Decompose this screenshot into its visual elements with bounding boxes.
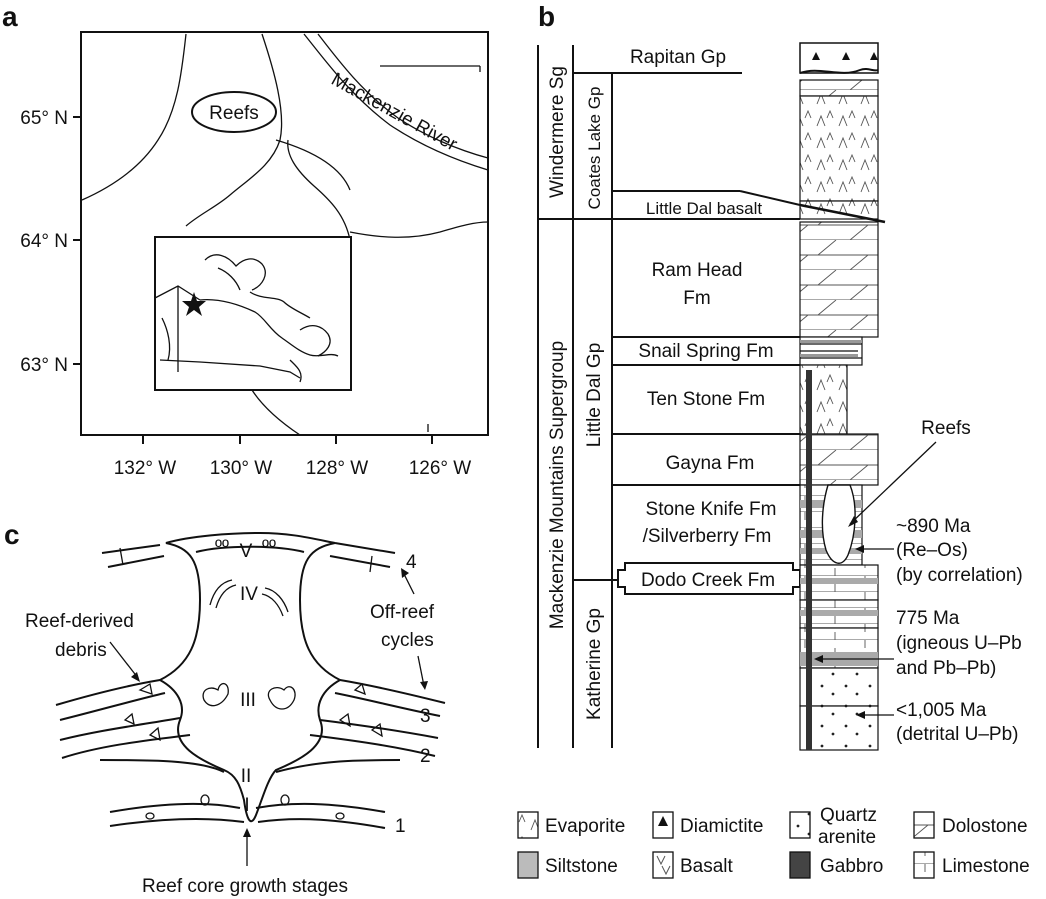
stage-label: I — [244, 795, 249, 816]
legend-label: Diamictite — [680, 816, 763, 837]
reef-debris-label: Reef-derived — [25, 611, 134, 632]
gabbro-swatch-icon — [789, 851, 811, 879]
reefs-map-label: Reefs — [209, 103, 259, 124]
age-label: (by correlation) — [896, 565, 1023, 586]
formation-label: Dodo Creek Fm — [641, 570, 775, 591]
legend-label: Dolostone — [942, 816, 1028, 837]
debris-fragments — [123, 682, 383, 820]
off-reef-label: Off-reef — [370, 602, 435, 623]
reef-core-outline — [157, 531, 343, 823]
group-label: Little Dal Gp — [584, 343, 605, 448]
map-frame — [80, 31, 489, 436]
formation-label: Stone Knife Fm — [646, 499, 777, 520]
lon-label: 126° W — [409, 458, 472, 479]
lon-label: 132° W — [114, 458, 177, 479]
legend-label: arenite — [818, 827, 876, 848]
group-label: Coates Lake Gp — [585, 87, 604, 210]
legend-label: Gabbro — [820, 856, 883, 877]
panel-letter-b: b — [538, 1, 555, 32]
lithology-column — [799, 42, 886, 751]
lithology-legend: Evaporite Diamictite Quartz arenite Dolo… — [517, 805, 1030, 879]
age-label: (igneous U–Pb — [896, 633, 1022, 654]
formation-label: Fm — [683, 288, 710, 309]
age-label: 775 Ma — [896, 608, 960, 629]
panel-letter-a: a — [2, 1, 18, 32]
age-label: and Pb–Pb) — [896, 658, 996, 679]
lat-label: 64° N — [20, 231, 68, 252]
cycle-number: 3 — [420, 706, 431, 727]
age-label: (Re–Os) — [896, 540, 968, 561]
panel-c: c V ºº ºº IV III II I — [4, 519, 446, 897]
dolostone-swatch-icon — [913, 811, 935, 839]
reef-body-shape — [821, 484, 856, 564]
lat-label: 65° N — [20, 108, 68, 129]
evaporite-swatch-icon — [517, 811, 539, 839]
gabbro-dyke — [806, 370, 812, 750]
legend-label: Siltstone — [545, 856, 618, 877]
dodo-creek-box — [617, 562, 801, 595]
stage-v-ornament-icon: ºº — [262, 537, 276, 558]
panel-b: b Windermere Sg Mackenzie Mountains Supe… — [537, 1, 1023, 751]
latitude-axis: 65° N 64° N 63° N — [20, 108, 81, 376]
formation-label: Little Dal basalt — [646, 199, 763, 218]
siltstone-swatch-icon — [517, 851, 539, 879]
panel-letter-c: c — [4, 519, 20, 550]
legend-label: Quartz — [820, 805, 877, 826]
lon-label: 128° W — [306, 458, 369, 479]
off-reef-beds-right — [255, 542, 446, 829]
formation-label: Ram Head — [652, 260, 743, 281]
stage-label: V — [240, 541, 253, 562]
legend-label: Limestone — [942, 856, 1030, 877]
study-site-star-icon — [182, 292, 206, 316]
supergroup-label: Windermere Sg — [547, 66, 568, 198]
age-label: (detrital U–Pb) — [896, 724, 1019, 745]
off-reef-label: cycles — [381, 630, 434, 651]
cycle-number: 4 — [406, 552, 417, 573]
quartz-arenite-swatch-icon — [789, 811, 811, 839]
formation-label: Gayna Fm — [666, 453, 755, 474]
supergroup-label: Mackenzie Mountains Supergroup — [547, 341, 568, 629]
stage-label: III — [240, 690, 256, 711]
reefs-annotation: Reefs — [921, 418, 971, 439]
stage-v-ornament-icon: ºº — [215, 537, 229, 558]
longitude-axis: 132° W 130° W 128° W 126° W — [114, 435, 472, 479]
legend-label: Basalt — [680, 856, 734, 877]
formation-label: Snail Spring Fm — [638, 341, 773, 362]
formation-label: Rapitan Gp — [630, 47, 726, 68]
canada-inset-map — [154, 236, 352, 391]
cycle-number: 1 — [395, 816, 406, 837]
off-reef-beds-left — [55, 544, 245, 827]
lat-label: 63° N — [20, 355, 68, 376]
age-label: ~890 Ma — [896, 516, 971, 537]
river-label: Mackenzie River — [328, 69, 462, 156]
lon-label: 130° W — [210, 458, 273, 479]
age-label: <1,005 Ma — [896, 700, 987, 721]
cycle-number: 2 — [420, 746, 431, 767]
stage-label: II — [241, 766, 252, 787]
formation-label: /Silverberry Fm — [643, 526, 772, 547]
group-label: Katherine Gp — [584, 608, 605, 720]
limestone-swatch-icon — [913, 851, 935, 879]
basalt-swatch-icon — [652, 851, 674, 879]
formation-label: Ten Stone Fm — [647, 389, 765, 410]
stage-label: IV — [240, 584, 258, 605]
map-linework — [81, 33, 489, 436]
panel-a: a 65° N 64° N 63° N 132° W 130° W 128° W… — [2, 1, 489, 479]
legend-label: Evaporite — [545, 816, 625, 837]
reef-debris-label: debris — [55, 640, 107, 661]
core-growth-label: Reef core growth stages — [142, 876, 348, 897]
reefs-ellipse — [191, 91, 277, 133]
reefs-pointer — [849, 441, 937, 525]
